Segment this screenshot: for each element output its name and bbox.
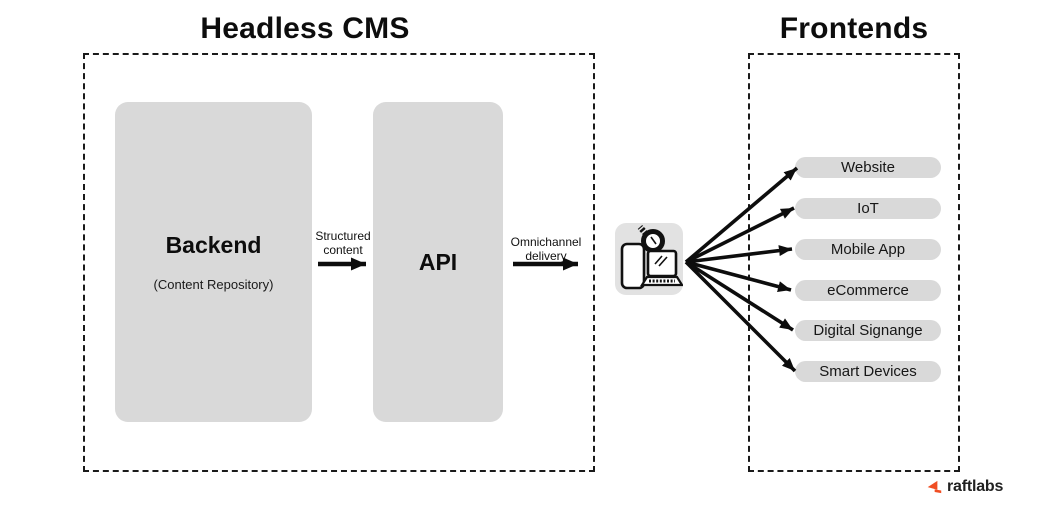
frontend-pill-digital-signange: Digital Signange bbox=[795, 320, 941, 341]
omnichannel-delivery-label: Omnichannel delivery bbox=[510, 235, 582, 264]
frontend-pill-iot: IoT bbox=[795, 198, 941, 219]
smartphone-icon bbox=[620, 242, 646, 290]
frontends-title: Frontends bbox=[779, 12, 929, 45]
backend-title: Backend bbox=[165, 232, 262, 258]
frontend-pill-website: Website bbox=[795, 157, 941, 178]
headless-cms-container bbox=[83, 53, 595, 472]
frontend-pill-ecommerce: eCommerce bbox=[795, 280, 941, 301]
laptop-icon bbox=[640, 249, 683, 287]
devices-icon bbox=[615, 223, 683, 295]
backend-box: Backend (Content Repository) bbox=[115, 102, 312, 422]
raftlabs-logo: raftlabs bbox=[925, 478, 1003, 496]
frontend-pill-mobile-app: Mobile App bbox=[795, 239, 941, 260]
backend-subtitle: (Content Repository) bbox=[153, 277, 274, 292]
raftlabs-flag-icon bbox=[927, 480, 942, 494]
frontends-container bbox=[748, 53, 960, 472]
frontend-pill-smart-devices: Smart Devices bbox=[795, 361, 941, 382]
raftlabs-logo-text: raftlabs bbox=[947, 478, 1004, 495]
api-title: API bbox=[418, 248, 458, 275]
structured-content-label: Structured content bbox=[315, 229, 371, 258]
api-box: API bbox=[373, 102, 503, 422]
headless-cms-title: Headless CMS bbox=[200, 12, 410, 45]
